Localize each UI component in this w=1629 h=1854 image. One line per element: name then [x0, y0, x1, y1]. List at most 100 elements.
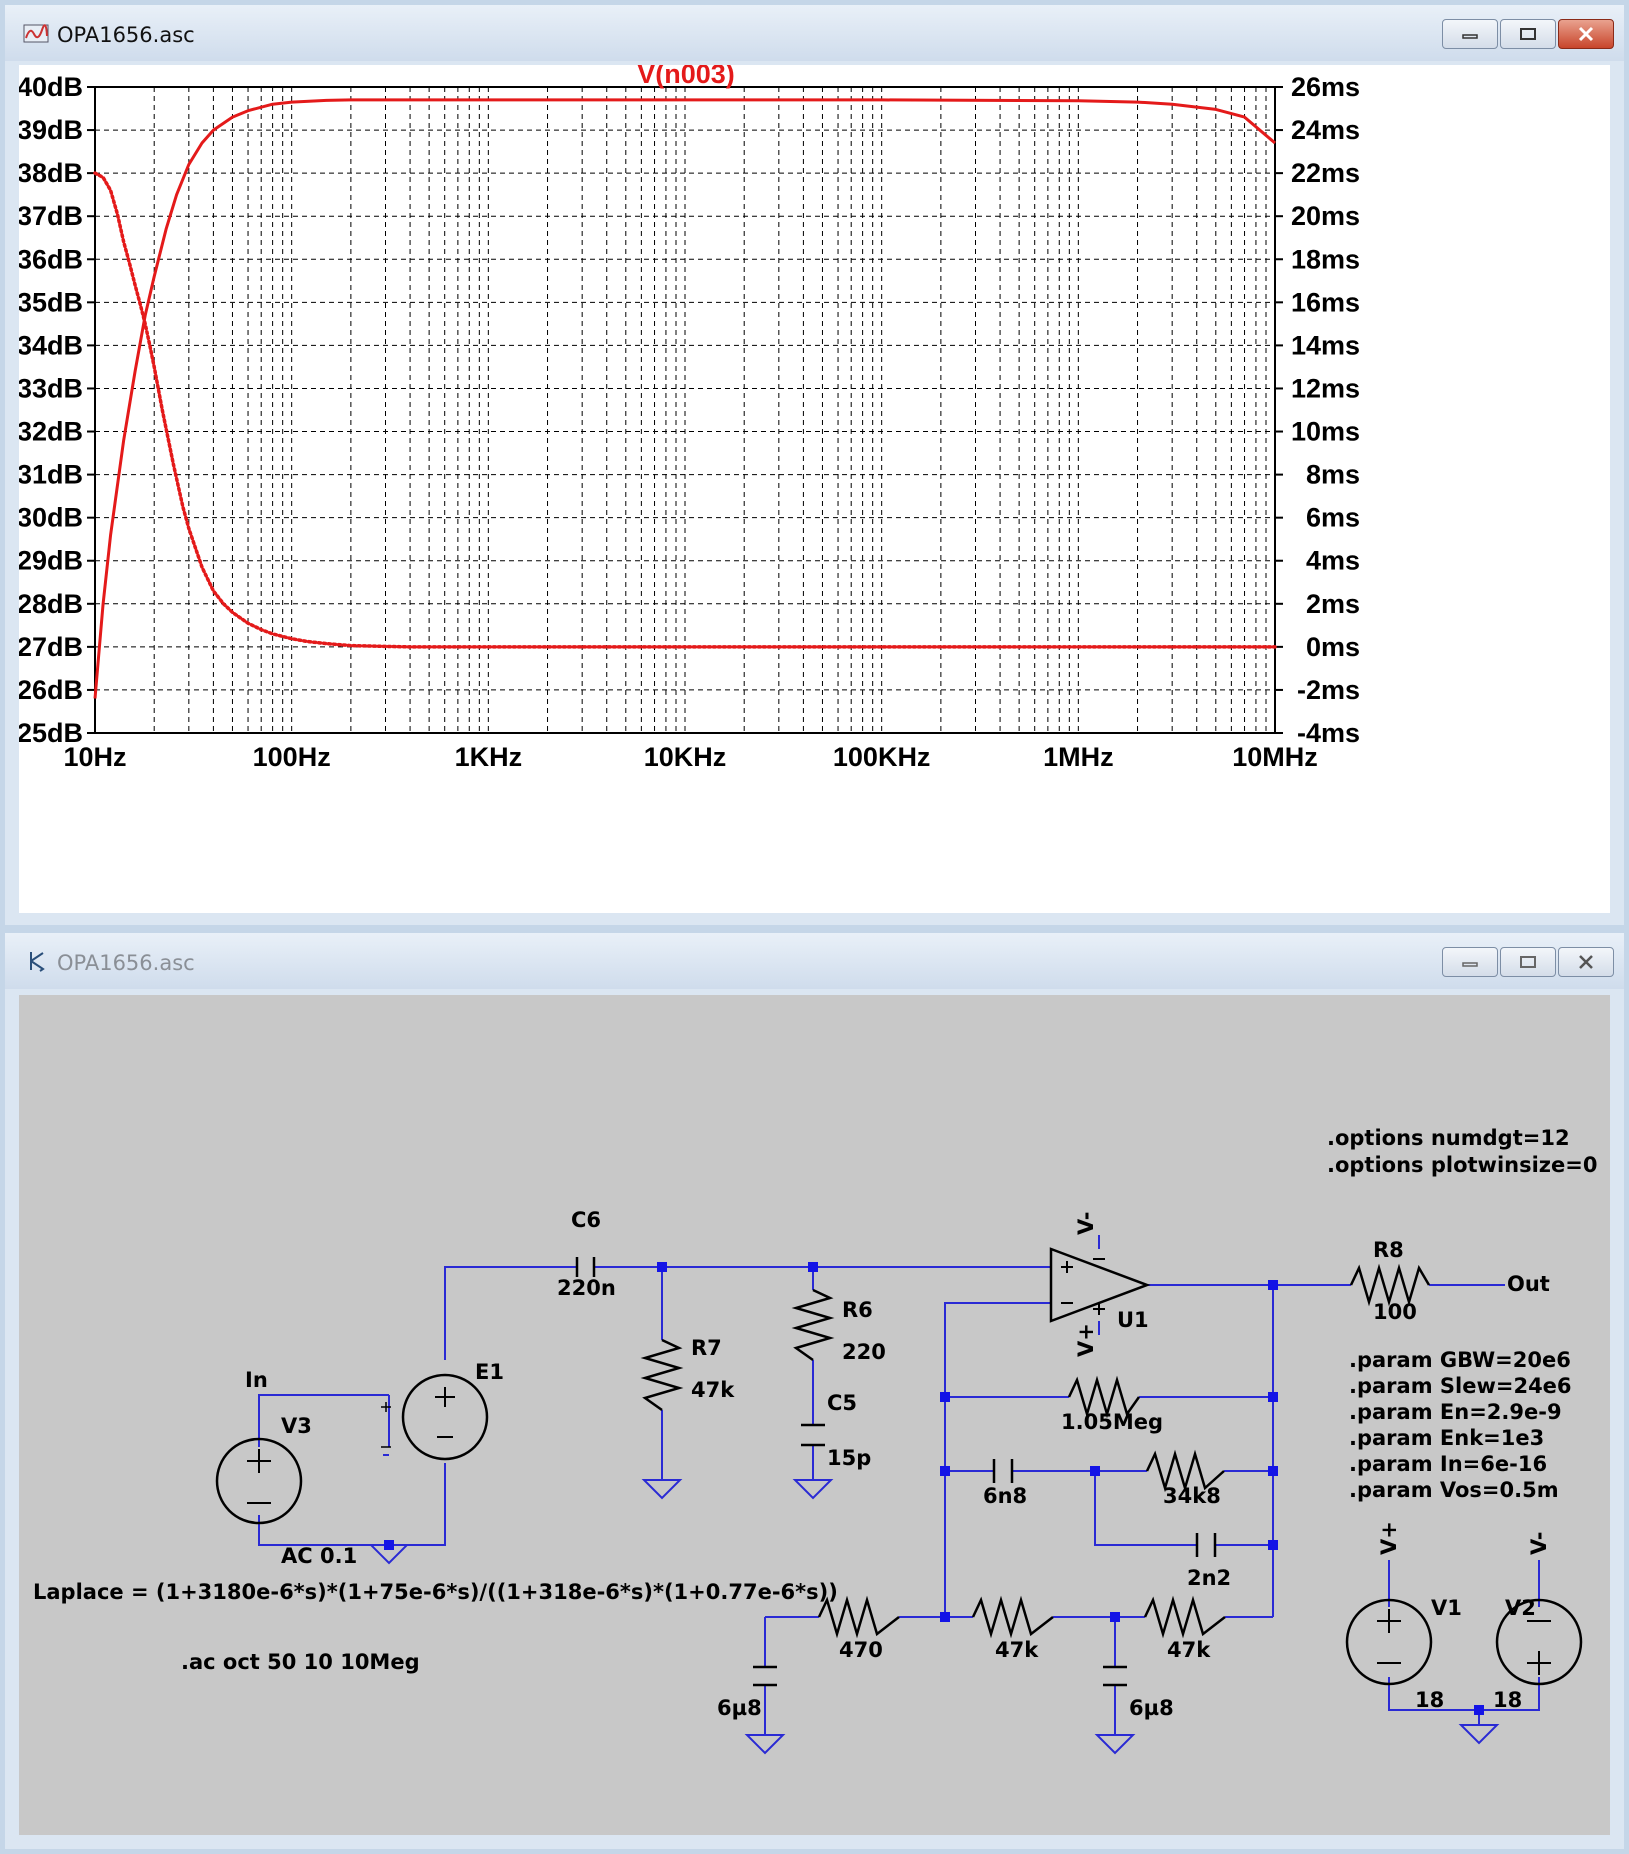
ground-symbol	[1458, 1724, 1500, 1745]
minimize-button[interactable]	[1442, 947, 1498, 977]
minimize-icon	[1462, 962, 1478, 967]
net-label-vminus-supply: V-	[1527, 1532, 1551, 1555]
capacitor-6u8-b[interactable]	[1103, 1665, 1127, 1687]
schematic-editor-icon	[30, 952, 45, 972]
x-tick-label: 10Hz	[63, 742, 126, 772]
param-enk: .param Enk=1e3	[1349, 1426, 1544, 1450]
value-r7: 47k	[691, 1378, 735, 1402]
magnitude-trace[interactable]	[93, 98, 1276, 699]
resistor-47k-b[interactable]	[1143, 1595, 1226, 1639]
value-2n2: 2n2	[1187, 1566, 1231, 1590]
resistor-34k8[interactable]	[1145, 1449, 1225, 1493]
capacitor-c5[interactable]	[801, 1423, 825, 1447]
x-tick-label: 1MHz	[1043, 742, 1114, 772]
capacitor-6n8[interactable]	[992, 1459, 1014, 1483]
junction-dots	[384, 1262, 1484, 1715]
x-tick-label: 1KHz	[455, 742, 523, 772]
net-label-v-minus: V-	[1074, 1212, 1098, 1235]
y-right-tick-label: -4ms	[1297, 718, 1360, 748]
y-left-tick-label: 29dB	[19, 546, 83, 576]
ground-symbol	[744, 1734, 786, 1755]
close-button[interactable]	[1558, 947, 1614, 977]
label-v2: V2	[1505, 1596, 1536, 1620]
value-v3-ac: AC 0.1	[281, 1544, 357, 1568]
label-v3: V3	[281, 1414, 312, 1438]
y-right-tick-label: 20ms	[1291, 201, 1360, 231]
label-r7: R7	[691, 1336, 722, 1360]
plot-titlebar[interactable]: OPA1656.asc	[5, 5, 1624, 61]
y-left-tick-label: 31dB	[19, 460, 83, 490]
ac-directive: .ac oct 50 10 10Meg	[181, 1650, 420, 1674]
value-47k-a: 47k	[995, 1638, 1039, 1662]
y-left-tick-label: 27dB	[19, 632, 83, 662]
close-button[interactable]	[1558, 19, 1614, 49]
y-right-tick-label: -2ms	[1297, 675, 1360, 705]
capacitor-6u8-a[interactable]	[753, 1665, 777, 1687]
maximize-button[interactable]	[1500, 19, 1556, 49]
x-tick-label: 10KHz	[644, 742, 727, 772]
maximize-button[interactable]	[1500, 947, 1556, 977]
schematic-drawing[interactable]: .options numdgt=12 .options plotwinsize=…	[19, 995, 1610, 1835]
y-right-tick-label: 4ms	[1306, 546, 1360, 576]
value-47k-b: 47k	[1167, 1638, 1211, 1662]
value-34k8: 34k8	[1163, 1484, 1221, 1508]
y-right-tick-label: 24ms	[1291, 115, 1360, 145]
schematic-titlebar[interactable]: OPA1656.asc	[5, 933, 1624, 989]
net-label-vplus-supply: V+	[1377, 1521, 1401, 1555]
capacitor-2n2[interactable]	[1195, 1533, 1217, 1557]
y-right-tick-label: 26ms	[1291, 72, 1360, 102]
wires[interactable]	[258, 1235, 1540, 1735]
minimize-button[interactable]	[1442, 19, 1498, 49]
y-right-tick-label: 8ms	[1306, 460, 1360, 490]
vcvs-e1[interactable]	[381, 1373, 489, 1461]
y-right-tick-label: 12ms	[1291, 373, 1360, 403]
maximize-icon	[1520, 956, 1536, 968]
maximize-icon	[1520, 28, 1536, 40]
group-delay-trace[interactable]	[93, 171, 1277, 649]
resistor-470[interactable]	[817, 1595, 900, 1639]
options-directive-2: .options plotwinsize=0	[1327, 1153, 1597, 1177]
y-right-tick-label: 14ms	[1291, 330, 1360, 360]
value-v2: 18	[1493, 1688, 1522, 1712]
opamp-u1[interactable]	[1049, 1247, 1151, 1323]
close-icon	[1579, 955, 1593, 969]
plot-window-title: OPA1656.asc	[57, 23, 195, 47]
x-tick-label: 100Hz	[253, 742, 331, 772]
value-1-05meg: 1.05Meg	[1061, 1410, 1163, 1434]
resistor-r8[interactable]	[1349, 1263, 1431, 1307]
label-u1: U1	[1117, 1308, 1149, 1332]
capacitor-c6[interactable]	[575, 1257, 596, 1277]
label-c6: C6	[571, 1208, 601, 1232]
schematic-canvas[interactable]: .options numdgt=12 .options plotwinsize=…	[19, 995, 1610, 1835]
trace-title[interactable]: V(n003)	[637, 65, 735, 89]
value-c6: 220n	[557, 1276, 616, 1300]
label-v1: V1	[1431, 1596, 1462, 1620]
voltage-source-v1[interactable]	[1345, 1598, 1433, 1686]
y-left-tick-label: 34dB	[19, 330, 83, 360]
net-label-in: In	[245, 1368, 268, 1392]
value-6u8-a: 6µ8	[717, 1696, 762, 1720]
schematic-window[interactable]: OPA1656.asc	[0, 928, 1629, 1854]
resistor-r7[interactable]	[640, 1338, 684, 1412]
schematic-window-title: OPA1656.asc	[57, 951, 195, 975]
ground-symbol	[792, 1479, 834, 1500]
resistor-r6[interactable]	[791, 1288, 835, 1362]
options-directive-1: .options numdgt=12	[1327, 1126, 1570, 1150]
y-left-tick-label: 26dB	[19, 675, 83, 705]
y-right-tick-label: 10ms	[1291, 417, 1360, 447]
resistor-47k-a[interactable]	[971, 1595, 1054, 1639]
voltage-source-v2[interactable]	[1495, 1598, 1583, 1686]
value-6u8-b: 6µ8	[1129, 1696, 1174, 1720]
y-left-tick-label: 35dB	[19, 287, 83, 317]
resistor-1-05meg[interactable]	[1067, 1375, 1141, 1419]
x-tick-label: 100KHz	[833, 742, 931, 772]
value-c5: 15p	[827, 1446, 871, 1470]
y-right-tick-label: 0ms	[1306, 632, 1360, 662]
param-en: .param En=2.9e-9	[1349, 1400, 1562, 1424]
ground-symbol	[1094, 1734, 1136, 1755]
y-right-tick-label: 6ms	[1306, 503, 1360, 533]
voltage-source-v3[interactable]	[215, 1437, 303, 1525]
